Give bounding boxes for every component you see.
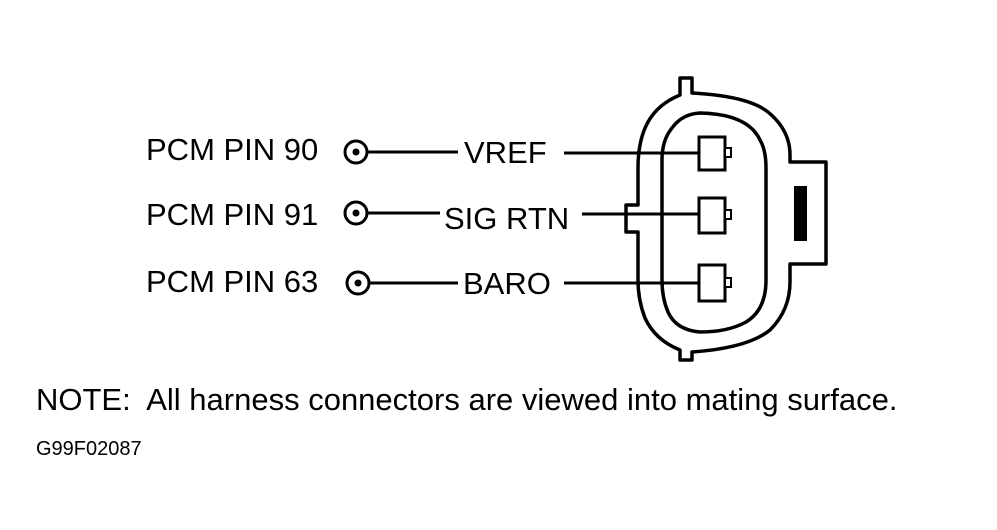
pin-row-91: PCM PIN 91 SIG RTN [146, 197, 699, 236]
terminal-baro-icon [697, 263, 732, 303]
pin-91-terminal-dot-icon [352, 209, 360, 217]
pcm-pin-63-label: PCM PIN 63 [146, 264, 318, 299]
pin-63-terminal-dot-icon [354, 279, 362, 287]
connector-inner-cavity [660, 111, 768, 334]
figure-code: G99F02087 [36, 438, 142, 460]
sig-rtn-label: SIG RTN [444, 201, 569, 236]
terminal-sig-rtn-icon [697, 196, 732, 235]
pin-90-terminal-dot-icon [352, 148, 360, 156]
connector-outer-shell [624, 76, 828, 362]
mating-surface-note: NOTE: All harness connectors are viewed … [36, 382, 898, 417]
connector-housing [624, 76, 828, 362]
pcm-pin-90-label: PCM PIN 90 [146, 132, 318, 167]
vref-label: VREF [464, 135, 547, 170]
terminal-vref-icon [697, 135, 732, 172]
baro-label: BARO [463, 266, 551, 301]
pcm-pin-91-label: PCM PIN 91 [146, 197, 318, 232]
pin-row-90: PCM PIN 90 VREF [146, 132, 699, 170]
connector-lock-tab [794, 186, 807, 241]
pin-row-63: PCM PIN 63 BARO [146, 264, 699, 301]
